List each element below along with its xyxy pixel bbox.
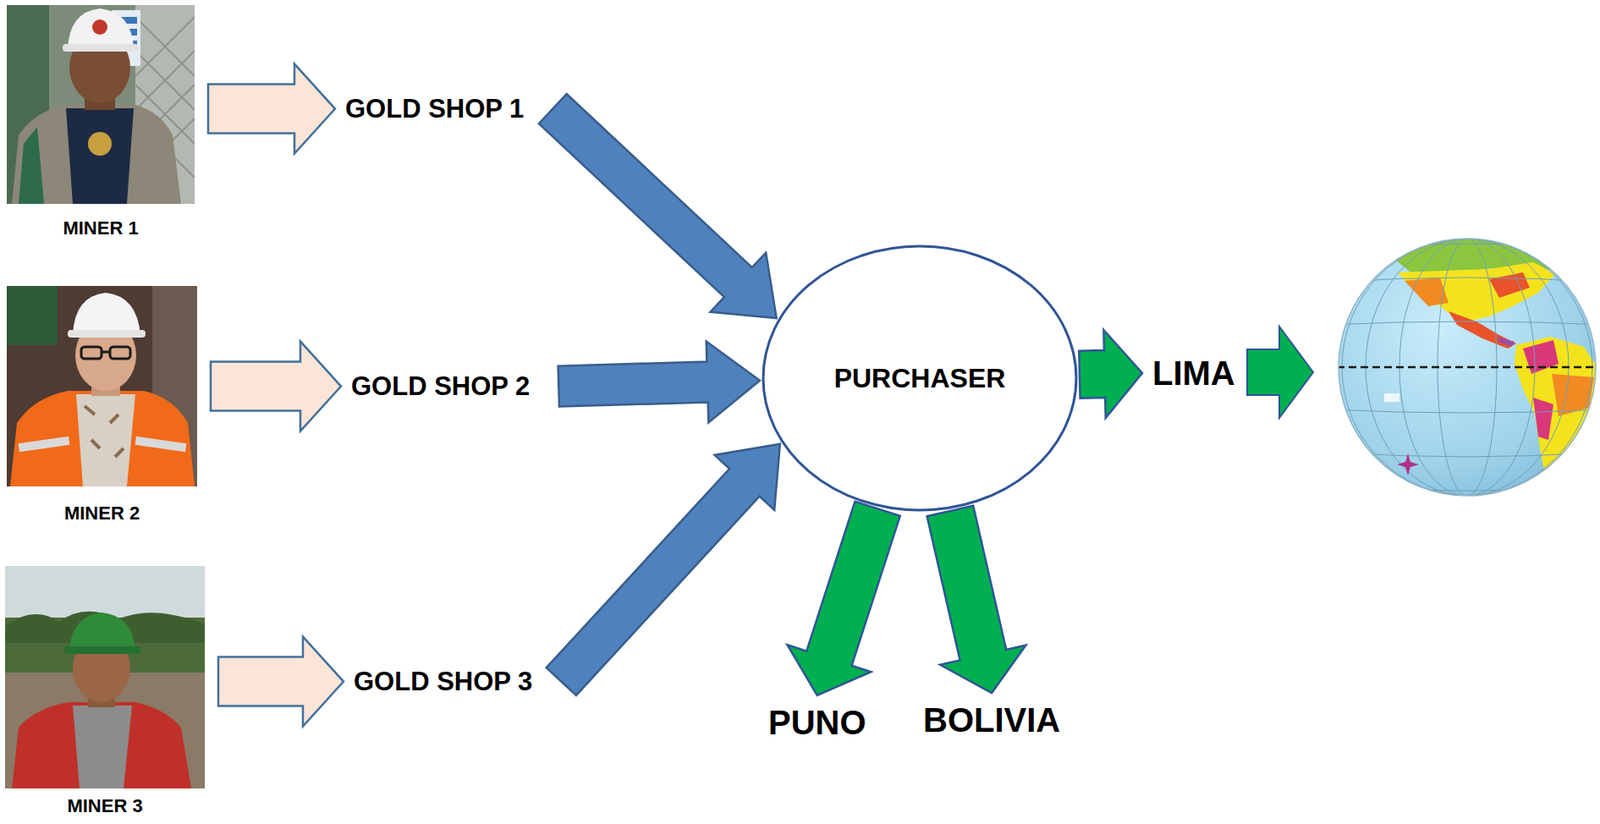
place-label: LIMA bbox=[1149, 352, 1239, 394]
miner-photo bbox=[5, 566, 205, 789]
block-arrow bbox=[558, 341, 760, 424]
node-label: PURCHASER bbox=[834, 362, 1007, 395]
place-label: GOLD SHOP 2 bbox=[347, 370, 534, 402]
purchaser-ellipse: PURCHASER bbox=[761, 244, 1078, 512]
node-label: GOLD SHOP 1 bbox=[345, 93, 524, 125]
miner-name: MINER 2 bbox=[6, 502, 198, 525]
export-arrow bbox=[1247, 326, 1314, 418]
block-arrow bbox=[218, 637, 344, 727]
photo-frame bbox=[5, 566, 205, 789]
miner-node: MINER 3 bbox=[5, 566, 205, 818]
place-label: PUNO bbox=[764, 702, 870, 743]
block-arrow bbox=[210, 341, 341, 432]
block-arrow bbox=[1078, 329, 1143, 418]
globe bbox=[1328, 233, 1600, 496]
node-label: BOLIVIA bbox=[923, 699, 1061, 741]
block-arrow bbox=[546, 444, 781, 696]
miner-name: MINER 3 bbox=[5, 795, 205, 818]
block-arrow bbox=[538, 93, 777, 319]
block-arrow bbox=[208, 64, 336, 154]
photo-frame bbox=[6, 5, 195, 204]
place-label: GOLD SHOP 1 bbox=[341, 93, 528, 125]
node-label: GOLD SHOP 3 bbox=[353, 665, 533, 698]
ellipse-shape bbox=[763, 246, 1077, 511]
miner-photo bbox=[6, 5, 195, 204]
miner-node: MINER 2 bbox=[6, 285, 198, 525]
miner-node: MINER 1 bbox=[6, 5, 195, 240]
photo-frame bbox=[6, 285, 198, 487]
node-label: GOLD SHOP 2 bbox=[351, 370, 530, 402]
place-label: GOLD SHOP 3 bbox=[350, 665, 536, 698]
node-label: PUNO bbox=[768, 702, 867, 743]
miner-name: MINER 1 bbox=[6, 217, 195, 240]
place-label: BOLIVIA bbox=[919, 699, 1064, 741]
node-label: LIMA bbox=[1152, 352, 1236, 394]
miner-photo bbox=[6, 285, 198, 487]
block-arrow bbox=[927, 505, 1027, 693]
block-arrow bbox=[787, 501, 901, 696]
